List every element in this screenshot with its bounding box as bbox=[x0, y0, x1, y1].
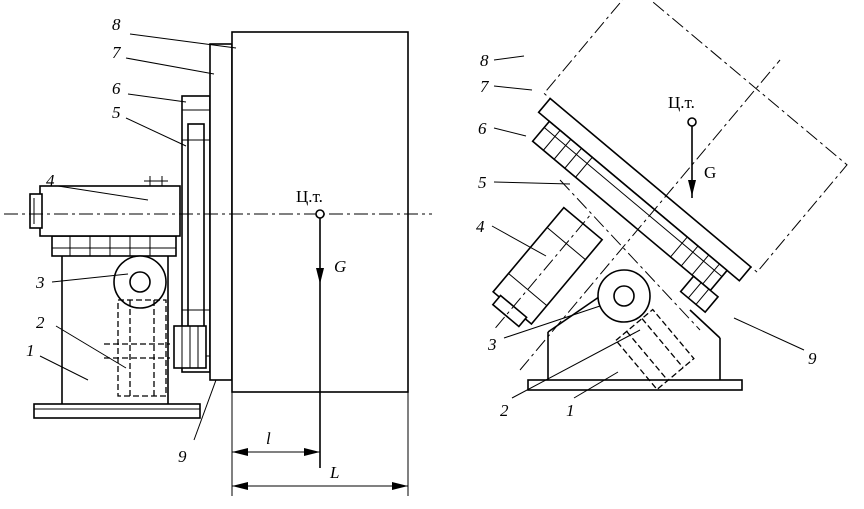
left-label-6: 6 bbox=[112, 79, 121, 98]
right-label-6: 6 bbox=[478, 119, 487, 138]
left-label-4: 4 bbox=[46, 171, 55, 190]
left-label-5: 5 bbox=[112, 103, 121, 122]
right-label-4: 4 bbox=[476, 217, 485, 236]
right-force-label: G bbox=[704, 163, 716, 182]
right-cog-label: Ц.т. bbox=[668, 93, 695, 112]
right-label-5: 5 bbox=[478, 173, 487, 192]
right-motor-housing bbox=[476, 197, 611, 344]
right-label-2: 2 bbox=[500, 401, 509, 420]
right-label-9: 9 bbox=[808, 349, 817, 368]
right-gear-drive bbox=[598, 270, 694, 389]
right-label-1: 1 bbox=[566, 401, 575, 420]
left-cog-label: Ц.т. bbox=[296, 187, 323, 206]
right-gravity-vector bbox=[688, 118, 696, 198]
right-label-7: 7 bbox=[480, 77, 490, 96]
left-gear-drive bbox=[104, 256, 170, 396]
left-label-2: 2 bbox=[36, 313, 45, 332]
left-view: Ц.т. G l L 8 7 6 5 bbox=[4, 15, 432, 496]
left-dim-l: l bbox=[266, 429, 271, 448]
left-force-label: G bbox=[334, 257, 346, 276]
left-label-8: 8 bbox=[112, 15, 121, 34]
left-label-3: 3 bbox=[35, 273, 45, 292]
left-dim-L: L bbox=[329, 463, 339, 482]
left-label-9: 9 bbox=[178, 447, 187, 466]
right-view: Ц.т. G 8 7 6 5 4 3 2 1 9 bbox=[476, 0, 847, 420]
left-label-7: 7 bbox=[112, 43, 122, 62]
left-faceplate bbox=[210, 44, 232, 380]
left-label-1: 1 bbox=[26, 341, 35, 360]
right-label-3: 3 bbox=[487, 335, 497, 354]
right-label-8: 8 bbox=[480, 51, 489, 70]
